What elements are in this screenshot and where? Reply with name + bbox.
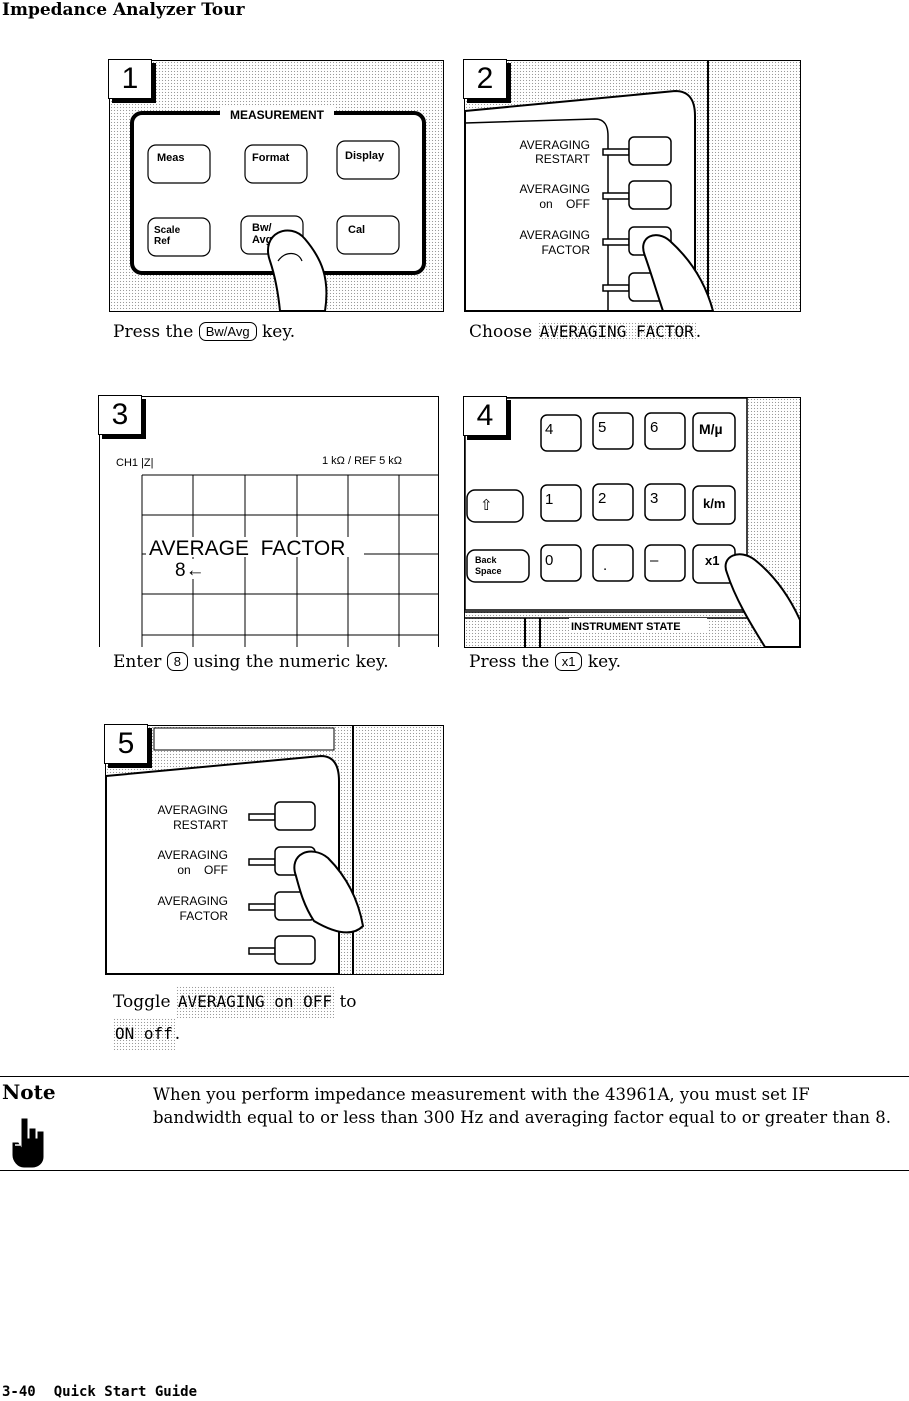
sk-restart-line1: AVERAGING <box>158 803 228 817</box>
scale-key-label: Scale <box>154 225 181 236</box>
softkey-menu-illustration: AVERAGING RESTART AVERAGING on OFF AVERA… <box>465 61 715 311</box>
key-5: 5 <box>598 419 606 436</box>
channel-label: CH1 |Z| <box>116 457 154 469</box>
numeric-keypad-illustration: 4 5 6 M/µ ⇧ 1 2 3 k/m Back Space 0 . – x… <box>465 398 800 647</box>
format-key-label: Format <box>252 152 290 164</box>
note-top-rule <box>0 1076 909 1077</box>
key-minus: – <box>650 552 659 569</box>
avg-key-label: Avg <box>252 234 272 246</box>
sk-factor-line2: FACTOR <box>180 909 229 923</box>
step-4-caption: Press the x1 key. <box>469 652 621 672</box>
sk-factor-line1: AVERAGING <box>158 894 228 908</box>
page-number: 3-40 <box>2 1384 36 1400</box>
cal-key-label: Cal <box>348 224 365 236</box>
backspace-line2: Space <box>475 566 502 576</box>
step-5-panel: AVERAGING RESTART AVERAGING on OFF AVERA… <box>105 725 444 975</box>
step-3-panel: CH1 |Z| 1 kΩ / REF 5 kΩ AVERAGE FACTOR 8… <box>99 396 439 647</box>
key-x1: x1 <box>705 553 719 568</box>
screen-display-illustration: CH1 |Z| 1 kΩ / REF 5 kΩ AVERAGE FACTOR 8… <box>116 455 438 647</box>
step-1-caption: Press the Bw/Avg key. <box>113 322 296 342</box>
measurement-group-label: MEASUREMENT <box>230 108 325 122</box>
step-4-badge: 4 <box>463 396 507 436</box>
step-2-caption: Choose AVERAGING FACTOR. <box>469 322 702 342</box>
note-text: When you perform impedance measurement w… <box>153 1085 892 1127</box>
sk-onoff-line1: AVERAGING <box>158 848 228 862</box>
sk-restart-line2: RESTART <box>535 152 591 166</box>
sk-onoff-line2: on OFF <box>539 197 590 211</box>
numeric-8-key: 8 <box>166 652 189 671</box>
entry-value: 8← <box>175 560 205 581</box>
sk-factor-line1: AVERAGING <box>520 228 590 242</box>
backspace-line1: Back <box>475 555 498 565</box>
section-name: Quick Start Guide <box>53 1384 198 1400</box>
step-3-badge: 3 <box>98 395 142 435</box>
measurement-keys-illustration: MEASUREMENT Meas Format Display Scale Re… <box>130 107 426 311</box>
sk-onoff-line1: AVERAGING <box>520 182 590 196</box>
bw-key-label: Bw/ <box>252 222 272 234</box>
step-2-panel: AVERAGING RESTART AVERAGING on OFF AVERA… <box>464 60 801 312</box>
key-decimal: . <box>603 557 607 574</box>
step-4-panel: 4 5 6 M/µ ⇧ 1 2 3 k/m Back Space 0 . – x… <box>464 397 801 648</box>
pressing-finger-icon <box>724 553 800 647</box>
meas-key-label: Meas <box>157 152 185 164</box>
display-key-label: Display <box>345 150 385 162</box>
step-1-badge: 1 <box>108 59 152 99</box>
key-6: 6 <box>650 419 658 436</box>
page-header: Impedance Analyzer Tour <box>2 0 245 20</box>
key-0: 0 <box>545 552 553 569</box>
pressing-finger-icon <box>293 850 365 934</box>
key-3: 3 <box>650 490 658 507</box>
bw-avg-key: Bw/Avg <box>198 322 257 341</box>
pressing-finger-icon <box>642 234 715 311</box>
sk-factor-line2: FACTOR <box>542 243 591 257</box>
sk-onoff-line2: on OFF <box>177 863 228 877</box>
key-kilo-milli: k/m <box>703 496 725 511</box>
averaging-factor-softkey: AVERAGING FACTOR <box>537 322 696 341</box>
softkey-menu-illustration: AVERAGING RESTART AVERAGING on OFF AVERA… <box>106 726 365 974</box>
on-off-softkey: ON off <box>113 1018 175 1050</box>
note-bottom-rule <box>0 1170 909 1171</box>
step-5-badge: 5 <box>104 724 148 764</box>
note-title: Note <box>2 1080 56 1104</box>
scale-label: 1 kΩ / REF 5 kΩ <box>322 455 402 467</box>
pointing-hand-icon <box>12 1118 44 1168</box>
instrument-state-label: INSTRUMENT STATE <box>571 621 681 633</box>
key-1: 1 <box>545 491 553 508</box>
averaging-on-off-softkey: AVERAGING on OFF <box>175 986 335 1018</box>
step-3-caption: Enter 8 using the numeric key. <box>113 652 389 672</box>
sk-restart-line2: RESTART <box>173 818 229 832</box>
shift-key-icon: ⇧ <box>480 497 493 514</box>
step-2-badge: 2 <box>463 59 507 99</box>
average-factor-label: AVERAGE FACTOR <box>149 537 345 560</box>
key-4: 4 <box>545 421 553 438</box>
x1-key: x1 <box>554 652 583 671</box>
step-5-caption: Toggle AVERAGING on OFF to ON off. <box>113 986 357 1050</box>
key-mega-micro: M/µ <box>699 421 723 437</box>
sk-restart-line1: AVERAGING <box>520 138 590 152</box>
pressing-finger-icon <box>267 229 328 311</box>
page-footer: 3-40 Quick Start Guide <box>2 1384 215 1400</box>
key-2: 2 <box>598 490 606 507</box>
ref-key-label: Ref <box>154 236 171 247</box>
step-1-panel: MEASUREMENT Meas Format Display Scale Re… <box>109 60 444 312</box>
